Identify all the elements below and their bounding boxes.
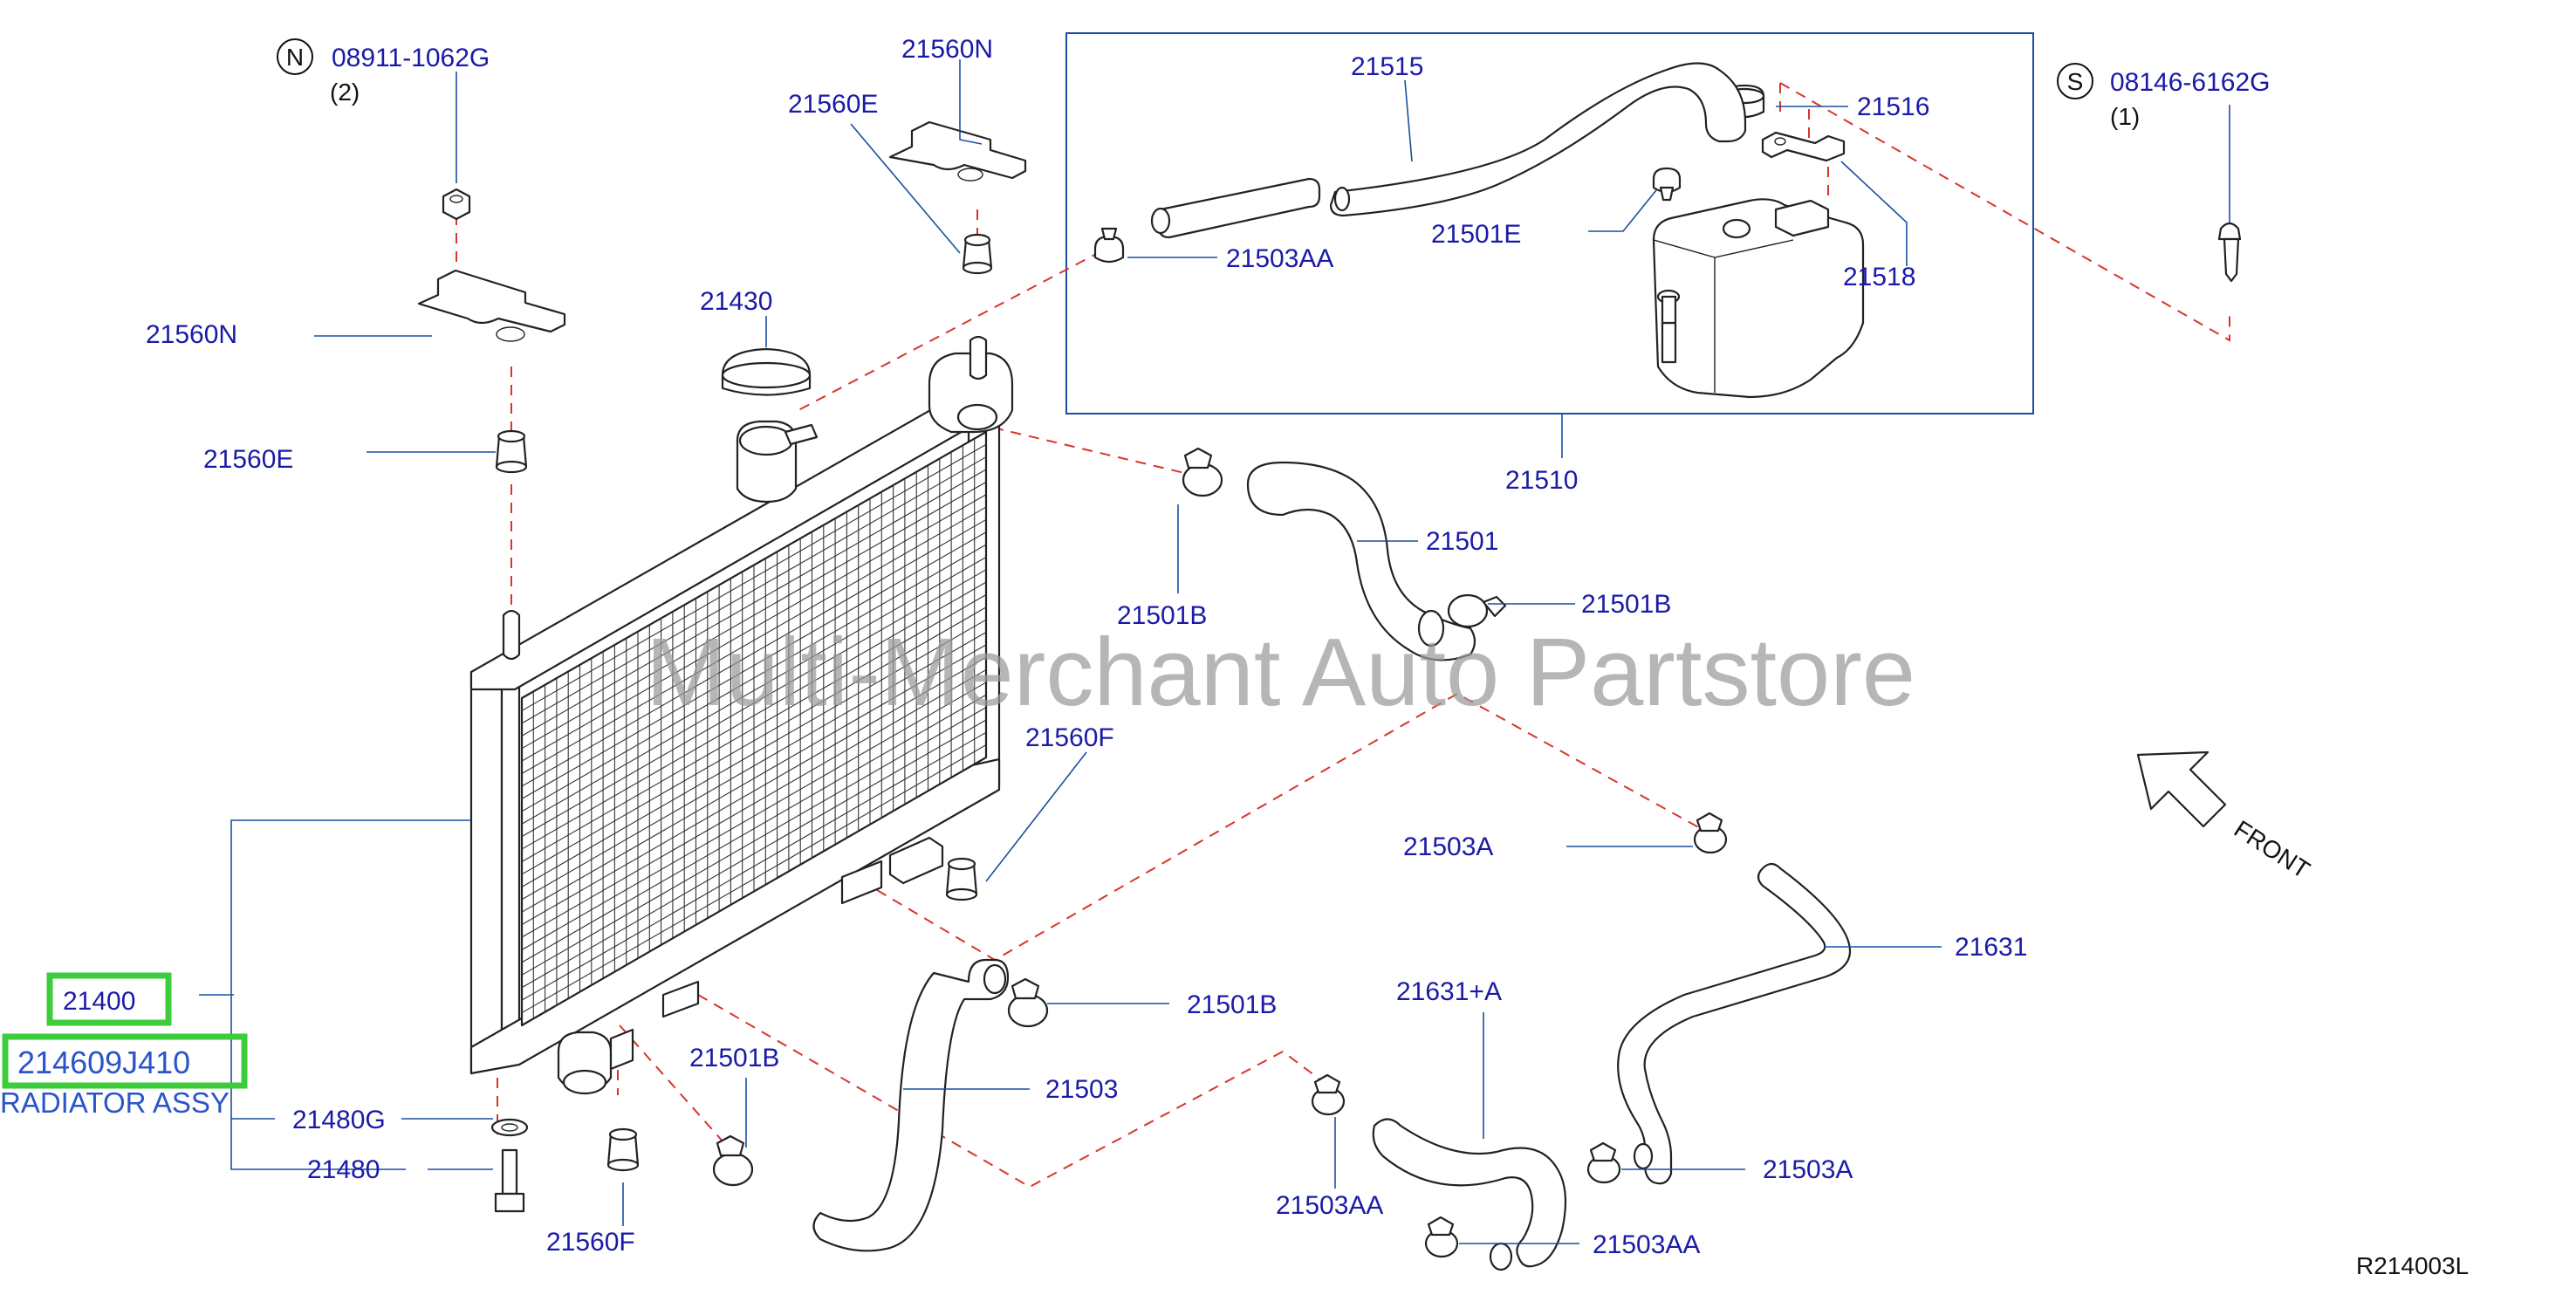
label-reservoir-cap: 21516 xyxy=(1857,92,1929,121)
label-clamp-21503a-top: 21503A xyxy=(1403,832,1493,861)
label-21560f-bottom: 21560F xyxy=(546,1228,635,1257)
reservoir-hose-clamp xyxy=(1093,227,1125,264)
label-21560n-left: 21560N xyxy=(146,320,237,349)
label-radiator-cap: 21430 xyxy=(700,287,772,316)
label-oil-cooler-hose: 21631 xyxy=(1955,933,2027,962)
highlight-box-radiator xyxy=(46,972,172,1026)
reservoir-hose xyxy=(1150,62,1747,239)
label-21560e-top: 21560E xyxy=(788,90,878,119)
radiator-core xyxy=(469,335,1014,1095)
label-upper-hose: 21501 xyxy=(1426,527,1498,556)
marker-s: S xyxy=(2067,68,2084,95)
marker-circle-n xyxy=(277,38,313,75)
label-reservoir-hose: 21515 xyxy=(1351,52,1423,81)
reservoir-bracket xyxy=(1761,131,1846,162)
label-drain-gasket: 21480G xyxy=(292,1106,386,1134)
upper-radiator-hose xyxy=(1246,461,1476,661)
label-oil-cooler-hose-a: 21631+A xyxy=(1396,977,1502,1006)
lower-radiator-hose xyxy=(812,958,1010,1252)
label-screw-code: 08146-6162G xyxy=(2110,68,2271,97)
oil-cooler-hose-a xyxy=(1372,1118,1567,1271)
radiator-cap xyxy=(721,347,812,396)
label-drain-plug: 21480 xyxy=(307,1155,380,1184)
oil-cooler-hose xyxy=(1617,862,1852,1185)
label-clamp-21503aa-bottom: 21503AA xyxy=(1593,1230,1700,1259)
label-21560n-top: 21560N xyxy=(901,35,993,64)
reservoir-group-box xyxy=(1065,32,2034,415)
small-clamps xyxy=(1311,812,1728,1258)
label-clamp-21503aa-top: 21503AA xyxy=(1226,244,1333,273)
reservoir-tank xyxy=(1652,198,1865,399)
watermark: Multi-Merchant Auto Partstore xyxy=(646,619,1915,726)
label-clamp-21503aa-mid: 21503AA xyxy=(1276,1191,1383,1220)
front-arrow-icon xyxy=(2136,750,2227,828)
label-radiator: 21400 xyxy=(63,987,135,1016)
leader-lines xyxy=(199,59,2230,1244)
marker-circle-s xyxy=(2057,63,2093,99)
upper-clamps xyxy=(1182,447,1507,628)
marker-n: N xyxy=(286,44,304,71)
label-clamp-21503a-bottom: 21503A xyxy=(1763,1155,1853,1184)
label-screw-qty: (1) xyxy=(2110,103,2140,130)
label-lower-clamp-b-left: 21501B xyxy=(689,1044,779,1072)
label-nut-code: 08911-1062G xyxy=(332,44,490,72)
label-21560f-right: 21560F xyxy=(1025,723,1114,752)
label-nut-qty: (2) xyxy=(330,79,360,106)
label-upper-clamp-right: 21501B xyxy=(1581,590,1671,619)
label-front: FRONT xyxy=(2230,815,2315,884)
label-upper-clamp-left: 21501B xyxy=(1117,601,1207,630)
lower-clamps xyxy=(712,977,1049,1187)
mounting-hardware xyxy=(417,120,2242,1213)
label-21560e-left: 21560E xyxy=(203,445,293,474)
highlight-box-part-number xyxy=(2,1033,248,1089)
label-reservoir-assy: 21510 xyxy=(1505,466,1578,495)
label-lower-hose: 21503 xyxy=(1045,1075,1118,1104)
label-part-number: 214609J410 xyxy=(17,1045,190,1080)
label-reservoir-bracket: 21518 xyxy=(1843,263,1915,291)
label-reservoir-clamp: 21501E xyxy=(1431,220,1521,249)
label-diagram-code: R214003L xyxy=(2356,1252,2469,1279)
label-lower-clamp-b-right: 21501B xyxy=(1187,990,1277,1019)
label-part-name: RADIATOR ASSY xyxy=(0,1086,230,1119)
reservoir-clamp xyxy=(1652,167,1682,202)
